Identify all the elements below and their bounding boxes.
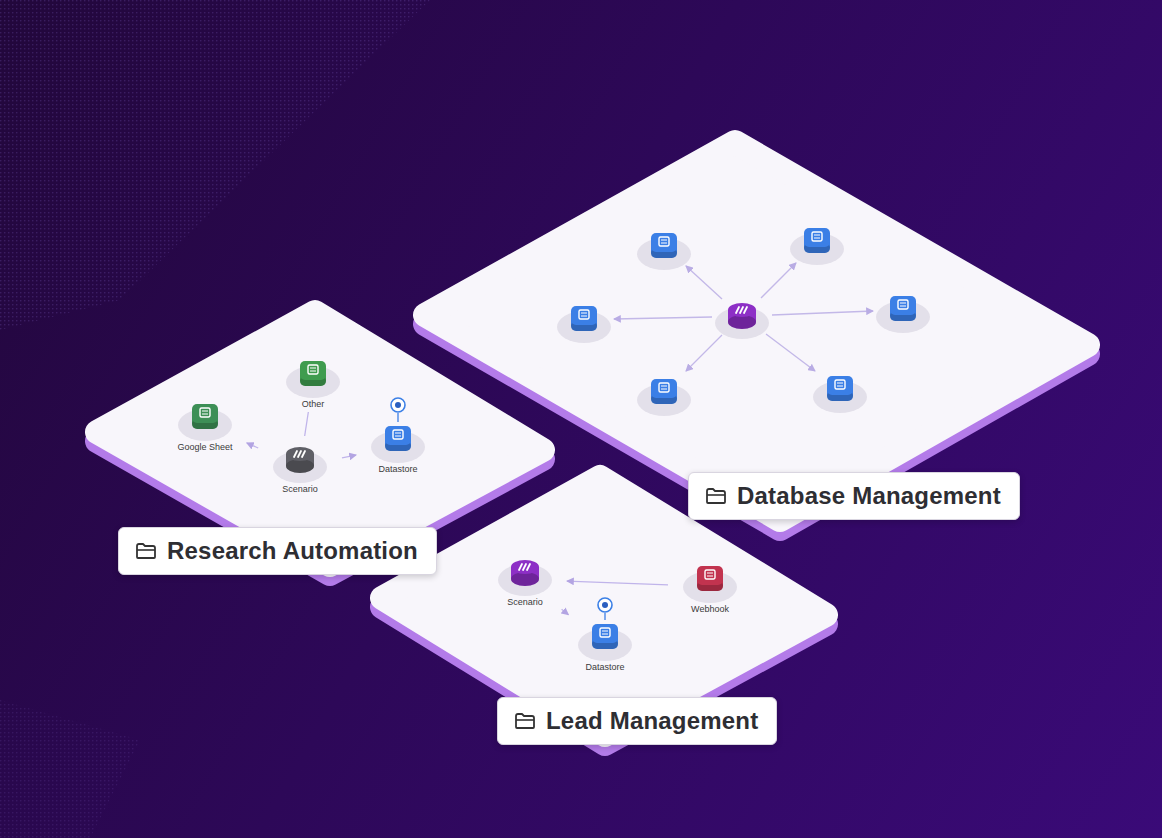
app-node: Webhook: [670, 558, 750, 615]
app-node: Scenario: [485, 551, 565, 608]
folder-tag: Lead Management: [497, 697, 777, 745]
app-node: Datastore: [358, 418, 438, 475]
app-node: Google Sheet: [165, 396, 245, 453]
app-icon: [670, 558, 750, 604]
app-icon: [165, 396, 245, 442]
folder-name: Database Management: [737, 482, 1001, 510]
folder-icon: [705, 487, 727, 505]
hub-spokes: [614, 263, 873, 371]
app-icon: [273, 353, 353, 399]
texture: [0, 0, 430, 330]
folder-name: Lead Management: [546, 707, 758, 735]
app-node: Other: [273, 353, 353, 410]
folder-tag: Research Automation: [118, 527, 437, 575]
datastore-icons: [557, 228, 930, 416]
location-pin: [391, 398, 405, 422]
app-icon: [485, 551, 565, 597]
folder-platform: Database Management: [412, 130, 1102, 540]
node-label: Other: [273, 399, 353, 410]
folder-name: Research Automation: [167, 537, 418, 565]
folder-tag: Database Management: [688, 472, 1020, 520]
node-label: Datastore: [565, 662, 645, 673]
folder-platform: Research Automation OtherGoogle SheetScen…: [85, 300, 557, 580]
connector: [305, 412, 309, 436]
texture: [0, 700, 140, 838]
node-label: Google Sheet: [165, 442, 245, 453]
node-label: Datastore: [358, 464, 438, 475]
location-pin: [598, 598, 612, 620]
app-icon: [358, 418, 438, 464]
app-node: Scenario: [260, 438, 340, 495]
connector: [342, 455, 356, 458]
app-icon: [260, 438, 340, 484]
folder-icon: [135, 542, 157, 560]
node-label: Webhook: [670, 604, 750, 615]
app-node: Datastore: [565, 616, 645, 673]
connector: [247, 443, 258, 448]
node-label: Scenario: [260, 484, 340, 495]
connector: [567, 581, 668, 585]
node-label: Scenario: [485, 597, 565, 608]
app-icon: [565, 616, 645, 662]
folder-icon: [514, 712, 536, 730]
connector: [562, 609, 569, 614]
